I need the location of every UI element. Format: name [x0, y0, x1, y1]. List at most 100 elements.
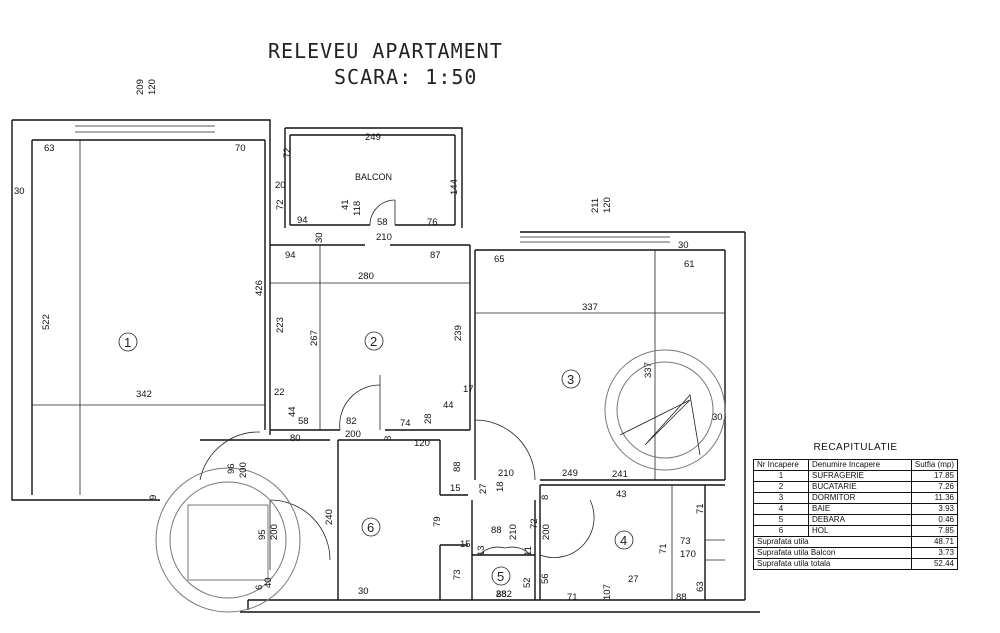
total-area: 3.73	[910, 547, 959, 559]
dimension-label: 8	[540, 495, 551, 500]
dimension-label: 27	[628, 574, 639, 585]
recap-title: RECAPITULATIE	[813, 442, 898, 453]
dimension-label: 28	[423, 413, 434, 424]
plan-title-line1: RELEVEU APARTAMENT	[268, 39, 503, 63]
dimension-label: 337	[582, 302, 598, 313]
dimension-label: 41	[340, 199, 351, 210]
dimension-label: 426	[254, 280, 265, 296]
door-arcs	[199, 199, 595, 570]
stamps	[155, 349, 726, 613]
dimension-label: 522	[41, 314, 52, 330]
dimension-label: 40	[263, 577, 274, 588]
dimension-label: 13	[476, 545, 487, 556]
dimension-label: 342	[136, 389, 152, 400]
table-row: 6 HOL 7.85	[753, 525, 959, 537]
dimension-label: 170	[680, 549, 696, 560]
room-number-5: 5	[497, 569, 504, 584]
dimension-label: 94	[297, 215, 308, 226]
dimension-label: 71	[567, 592, 578, 603]
dimension-label: 200	[238, 462, 249, 478]
room-nr: 3	[753, 492, 809, 504]
room-nr: 1	[753, 470, 809, 482]
dimension-label: 200	[541, 524, 552, 540]
dimension-label: 17	[463, 384, 474, 395]
recap-table: Nr Incapere Denumire Incapere Sutfia (mp…	[753, 459, 959, 570]
dimension-label: 76	[427, 217, 438, 228]
dimension-label: 210	[376, 232, 392, 243]
table-row: 1 SUFRAGERIE 17.85	[753, 470, 959, 482]
room-nr: 6	[753, 525, 809, 537]
dimension-label: 20	[275, 180, 286, 191]
dimension-label: 11	[523, 546, 534, 556]
dimension-label: 223	[275, 317, 286, 333]
room-marker-6	[361, 517, 381, 537]
dimension-label: 6	[254, 585, 265, 590]
table-row: 3 DORMITOR 11.36	[753, 492, 959, 504]
dimension-label: 249	[562, 468, 578, 479]
total-area: 52.44	[910, 558, 959, 570]
total-label: Suprafata utila totala	[753, 558, 912, 570]
dimension-label: 18	[495, 481, 506, 492]
dimension-label: 107	[602, 584, 613, 600]
room-name: SUFRAGERIE	[808, 470, 912, 482]
dimension-label: 241	[612, 469, 628, 480]
dimension-label: 63	[695, 581, 706, 592]
room-markers: 1 2 3 4 5 6	[118, 331, 634, 586]
room-marker-4	[614, 530, 634, 550]
room-number-3: 3	[567, 372, 574, 387]
dimension-label: 120	[602, 197, 613, 213]
dimension-label: 58	[298, 416, 309, 427]
dimension-label: 200	[345, 429, 361, 440]
dimension-label: 9	[148, 495, 159, 500]
room-marker-1	[118, 332, 138, 352]
total-row: Suprafata utila Balcon 3.73	[753, 547, 959, 559]
dimension-label: 118	[352, 201, 363, 216]
table-row: 5 DEBARA 0.46	[753, 514, 959, 526]
dimension-label: 95	[257, 529, 268, 540]
dimension-label: 337	[643, 362, 654, 378]
dimension-label: 282	[496, 589, 512, 600]
room-name: DORMITOR	[808, 492, 912, 504]
recap-header: Nr Incapere	[753, 459, 809, 471]
dimension-label: 79	[432, 516, 443, 527]
dimension-label: 15	[450, 483, 461, 494]
dimension-label: 44	[287, 406, 298, 417]
dimension-label: 63	[44, 143, 55, 154]
dimension-label: 72	[282, 147, 293, 158]
total-label: Suprafata utila	[753, 536, 912, 548]
total-area: 48.71	[910, 536, 959, 548]
dimension-label: 30	[14, 186, 25, 197]
dimension-label: 88	[496, 589, 507, 600]
dimension-label: 80	[290, 433, 301, 444]
table-row: 2 BUCATARIE 7.26	[753, 481, 959, 493]
dimension-label: 267	[309, 330, 320, 346]
room-number-6: 6	[367, 520, 374, 535]
dimension-label: 94	[285, 250, 296, 261]
room-area: 7.85	[910, 525, 959, 537]
dimension-label: 72	[529, 518, 540, 529]
dimension-label: 30	[712, 412, 723, 423]
dimension-label: 72	[275, 199, 286, 210]
room-name: BUCATARIE	[808, 481, 912, 493]
room-marker-5	[491, 566, 511, 586]
dimension-label: 61	[684, 259, 695, 270]
dimension-label: 73	[452, 569, 463, 580]
dimension-label: 43	[616, 489, 627, 500]
dimension-label: 210	[508, 524, 519, 540]
dimension-label: 211	[590, 198, 601, 213]
dimension-label: 8	[383, 436, 394, 441]
room-marker-2	[364, 331, 384, 351]
room-area: 17.85	[910, 470, 959, 482]
dimension-label: 27	[478, 483, 489, 494]
room-name: DEBARA	[808, 514, 912, 526]
dimension-label: 120	[147, 79, 158, 95]
balcon-label: BALCON	[355, 172, 392, 182]
room-nr: 4	[753, 503, 809, 515]
dimension-label: 44	[443, 400, 454, 411]
dimension-label: 96	[226, 463, 237, 474]
room-area: 11.36	[910, 492, 959, 504]
dimension-label: 73	[680, 536, 691, 547]
dimension-label: 239	[453, 325, 464, 341]
room-name: BAIE	[808, 503, 912, 515]
dimension-label: 65	[494, 254, 505, 265]
